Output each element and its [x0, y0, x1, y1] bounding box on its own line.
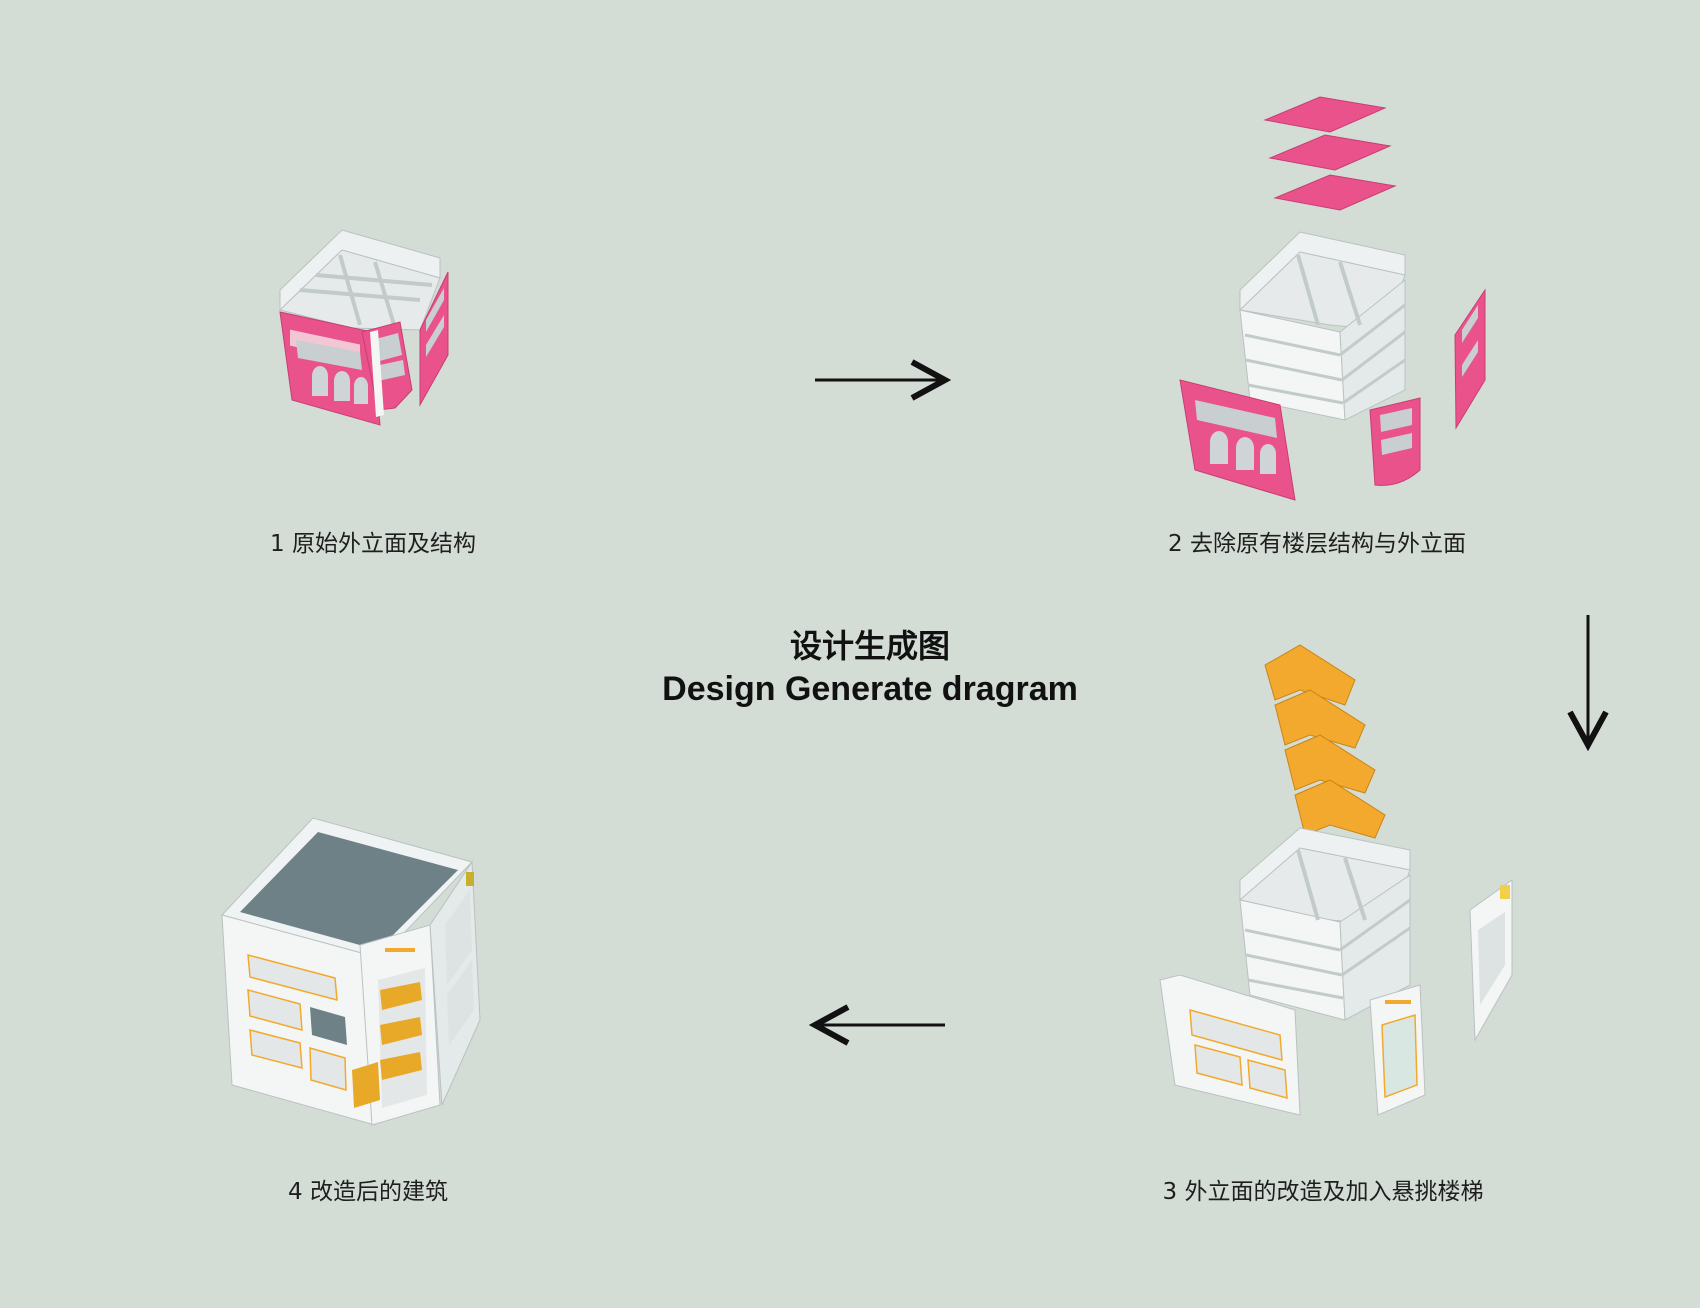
title-chinese: 设计生成图 — [789, 627, 950, 665]
diagram-title: 设计生成图 Design Generate dragram — [570, 625, 1170, 711]
step3-caption: 3 外立面的改造及加入悬挑楼梯 — [1162, 1179, 1484, 1205]
step1-caption: 1 原始外立面及结构 — [270, 531, 476, 557]
step2-building-model — [1179, 96, 1486, 501]
step3-building-model — [1159, 644, 1513, 1116]
step4-building-model — [221, 817, 481, 1126]
step2-caption: 2 去除原有楼层结构与外立面 — [1168, 531, 1466, 557]
title-english: Design Generate dragram — [662, 670, 1078, 708]
step4-caption: 4 改造后的建筑 — [288, 1179, 448, 1205]
step1-building-model — [279, 229, 449, 426]
